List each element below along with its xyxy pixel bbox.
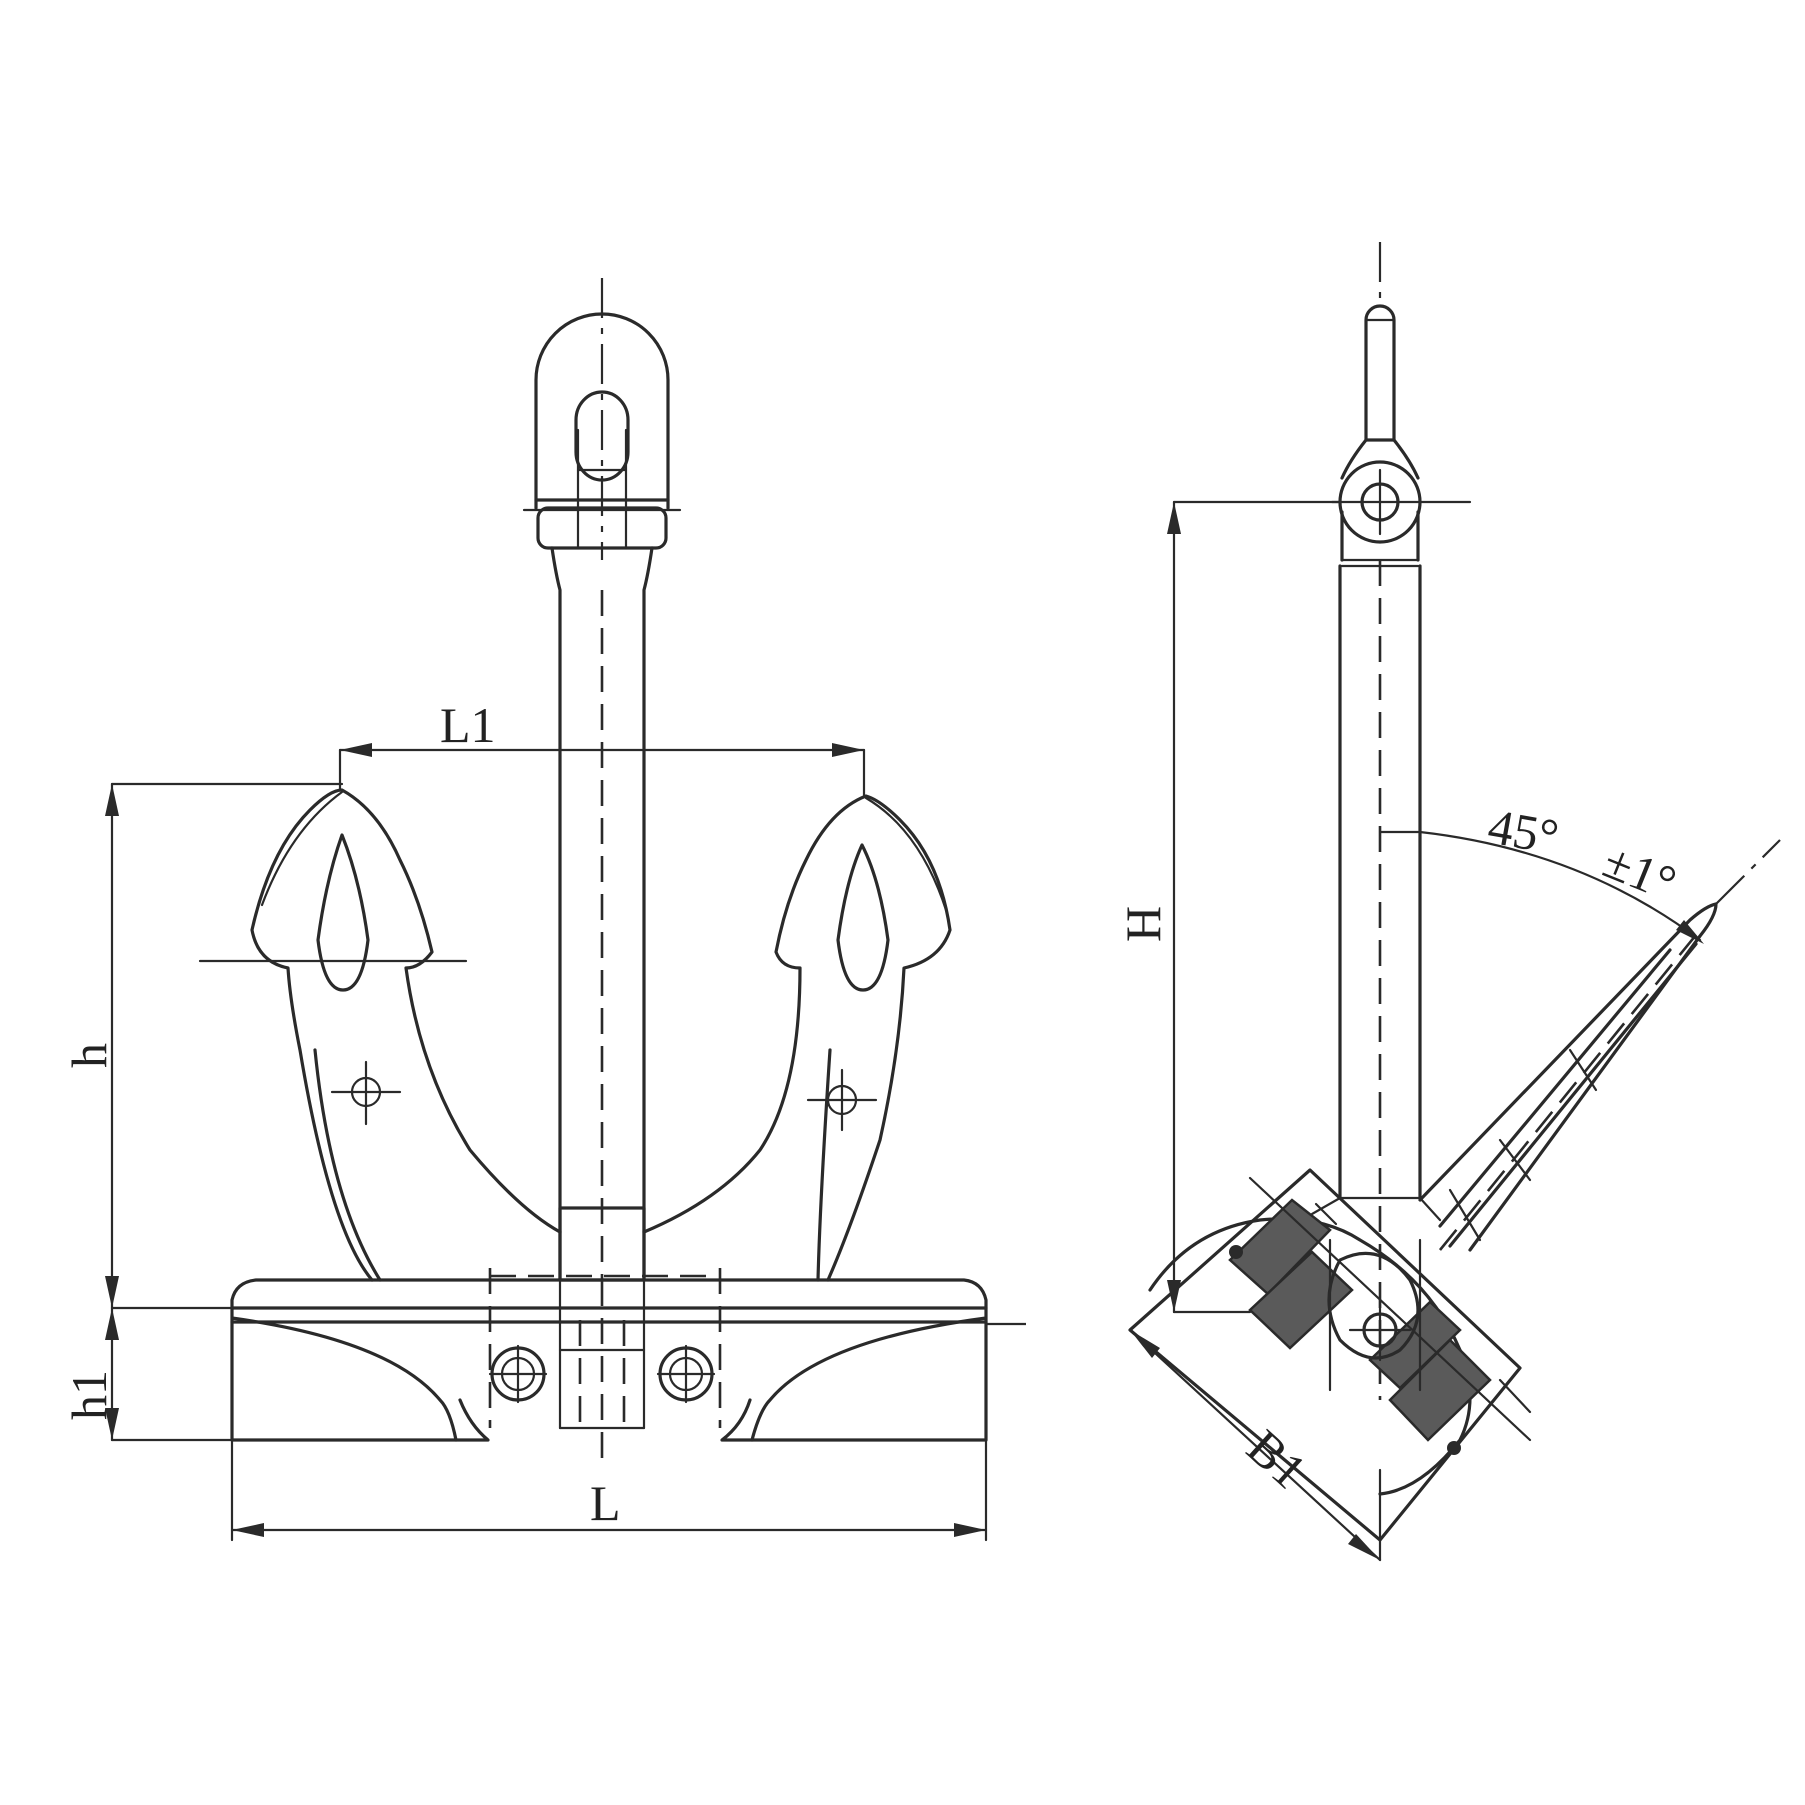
side-view: H 45° ±1° B1 — [1115, 242, 1781, 1562]
front-shackle — [522, 278, 682, 560]
label-h: h — [61, 1043, 117, 1068]
label-big-h: H — [1115, 906, 1171, 942]
front-view: L1 h h1 L — [61, 278, 1030, 1542]
side-dimensions — [1128, 500, 1704, 1562]
label-l1: L1 — [440, 697, 496, 753]
label-h1: h1 — [61, 1370, 117, 1420]
front-left-fluke — [198, 788, 562, 1282]
label-angle: 45° — [1484, 798, 1563, 865]
front-crown — [230, 1268, 1030, 1470]
front-dimensions — [105, 743, 988, 1542]
side-crown — [1128, 1168, 1532, 1542]
label-l: L — [590, 1475, 621, 1531]
label-tolerance: ±1° — [1596, 832, 1684, 911]
front-right-fluke — [642, 794, 952, 1282]
front-shank — [550, 546, 654, 1282]
side-shackle — [1330, 242, 1472, 568]
side-shank — [1338, 560, 1422, 1400]
side-fluke-arm — [1418, 839, 1781, 1252]
